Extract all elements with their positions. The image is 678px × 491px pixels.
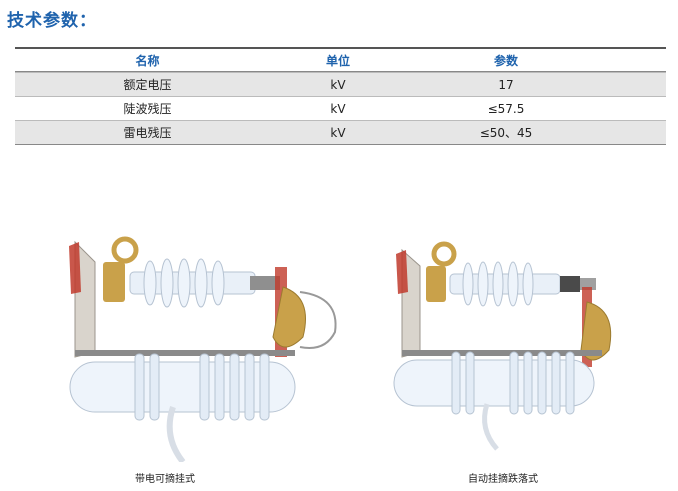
- cell-value: 17: [498, 77, 514, 92]
- section-title: 技术参数：: [7, 11, 97, 31]
- header-name: 名称: [135, 53, 160, 68]
- table-row: 陡波残压 kV ≤57.5: [15, 96, 666, 120]
- cell-name: 雷电残压: [123, 126, 172, 140]
- header-unit: 单位: [325, 53, 350, 68]
- cell-value: ≤57.5: [487, 101, 525, 116]
- table-header: 名称 单位 参数: [15, 49, 666, 72]
- caption-left: 带电可摘挂式: [135, 474, 195, 485]
- cell-value: ≤50、45: [479, 126, 533, 140]
- arrester-photo-left: [69, 236, 337, 462]
- header-value: 参数: [493, 53, 518, 68]
- table-row: 雷电残压 kV ≤50、45: [15, 120, 666, 144]
- parameter-table: 名称 单位 参数 额定电压 kV 17 陡波残压 kV ≤57.5 雷电残压 k…: [15, 47, 666, 145]
- caption-right: 自动挂摘跌落式: [468, 474, 538, 485]
- cell-name: 额定电压: [123, 78, 172, 92]
- cell-unit: kV: [330, 101, 346, 116]
- cell-unit: kV: [330, 77, 346, 92]
- table-row: 额定电压 kV 17: [15, 72, 666, 96]
- cell-name: 陡波残压: [123, 102, 172, 116]
- arrester-photo-right: [393, 241, 612, 451]
- cell-unit: kV: [330, 125, 346, 140]
